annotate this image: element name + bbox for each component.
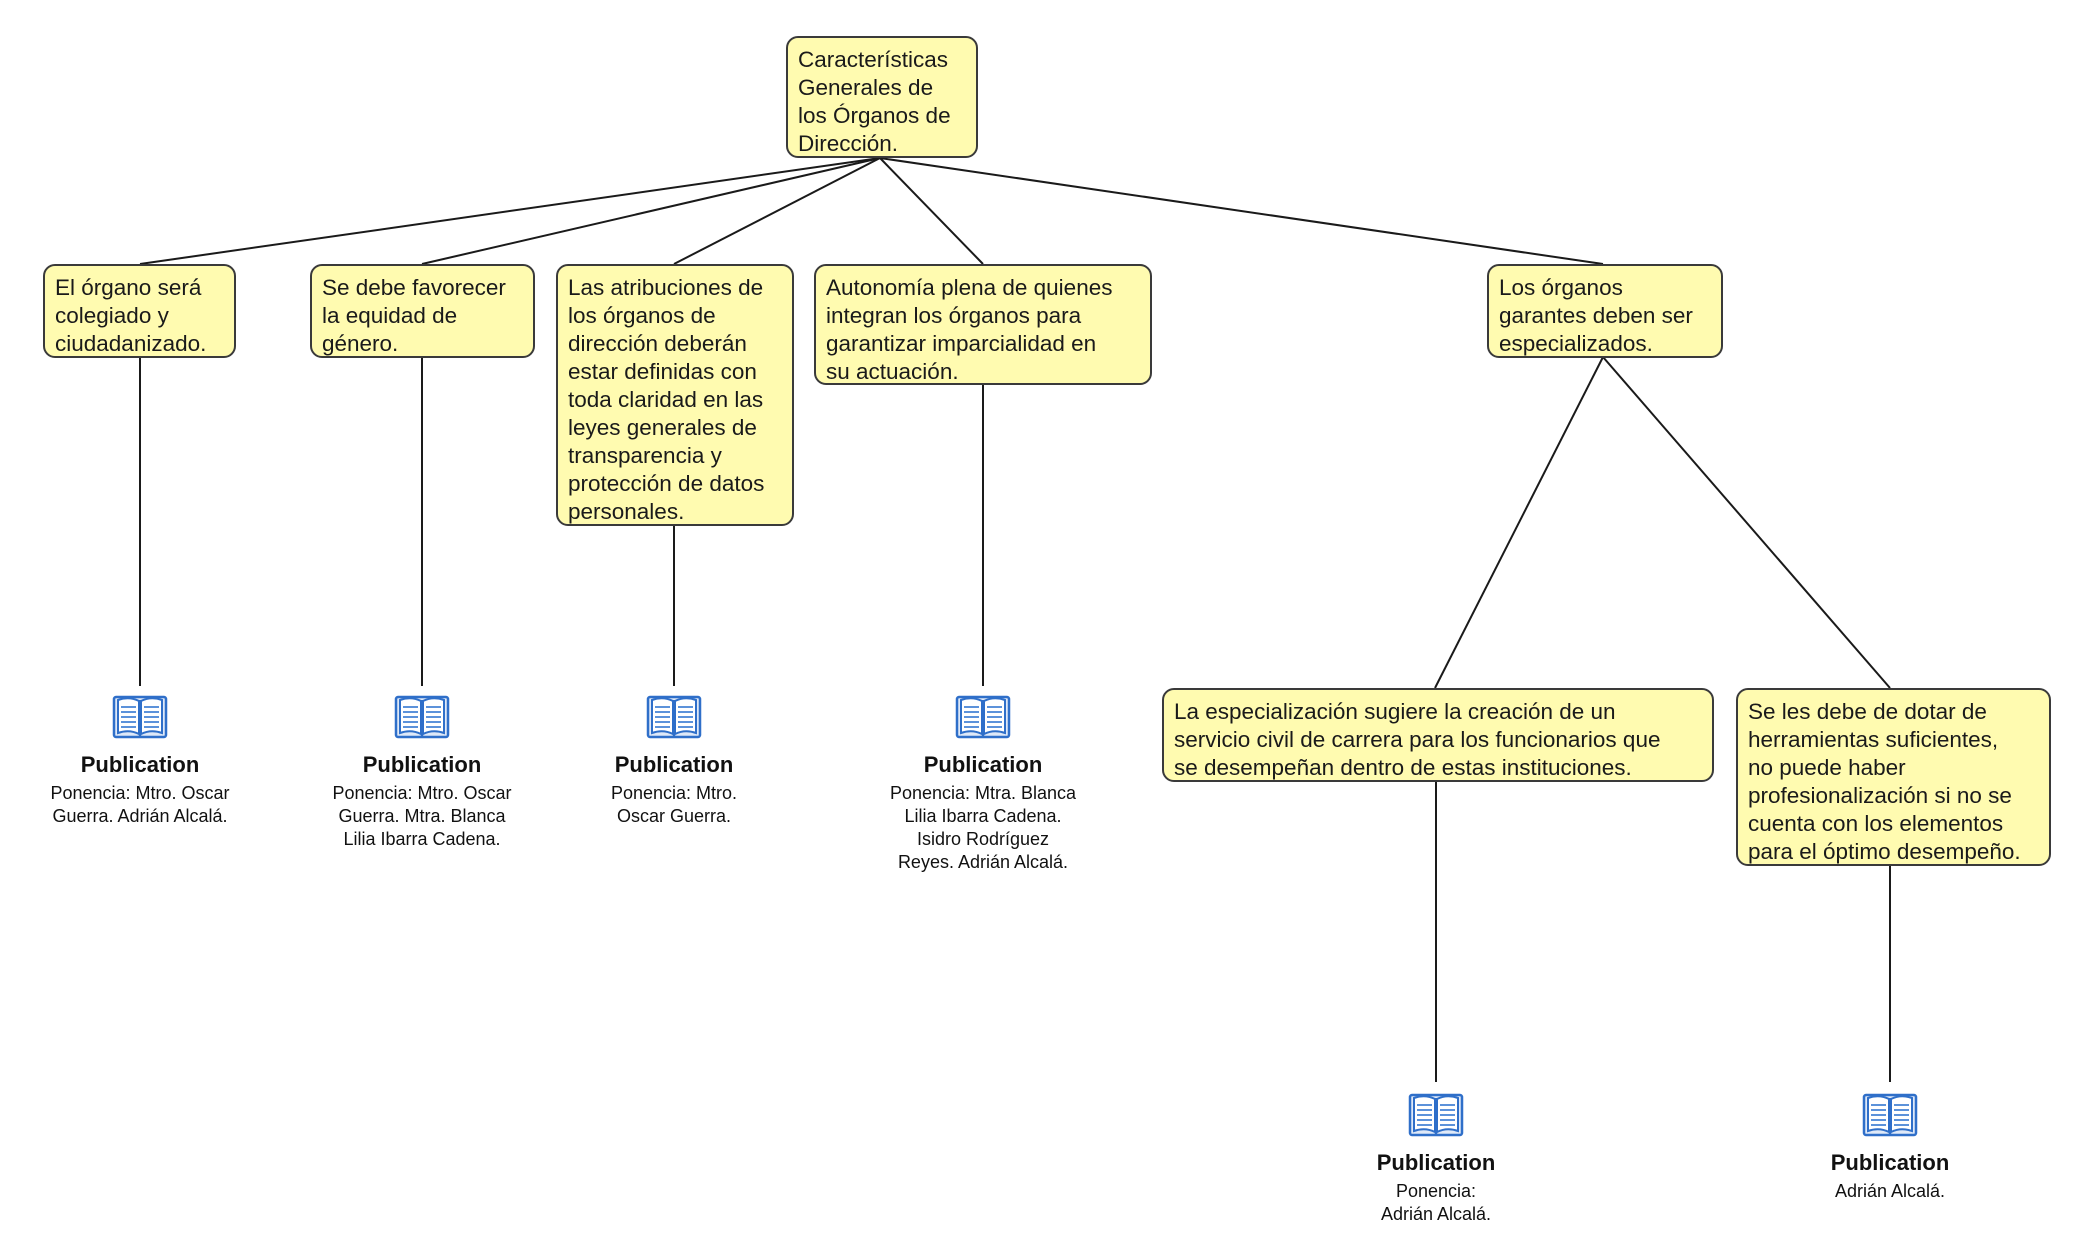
connector-root-topic-2 bbox=[421, 157, 881, 265]
publication-6[interactable]: Publication Adrián Alcalá. bbox=[1770, 1090, 2010, 1203]
publication-text: Ponencia: Adrián Alcalá. bbox=[1380, 1181, 1492, 1224]
publication-title: Publication bbox=[1830, 1150, 1950, 1175]
book-icon bbox=[1408, 1093, 1464, 1137]
publication-text: Ponencia: Mtro. Oscar Guerra. Mtra. Blan… bbox=[332, 783, 512, 849]
publication-title: Publication bbox=[923, 752, 1043, 777]
publication-text: Ponencia: Mtro. Oscar Guerra. Adrián Alc… bbox=[50, 783, 230, 826]
topic-node-autonomia[interactable]: Autonomía plena de quienes integran los … bbox=[814, 264, 1152, 385]
topic-node-equidad-genero[interactable]: Se debe favorecer la equidad de género. bbox=[310, 264, 535, 358]
connector-root-topic-3 bbox=[673, 157, 881, 265]
connector-root-topic-1 bbox=[139, 157, 881, 265]
book-icon bbox=[1862, 1093, 1918, 1137]
publication-5[interactable]: Publication Ponencia: Adrián Alcalá. bbox=[1316, 1090, 1556, 1226]
book-icon bbox=[955, 695, 1011, 739]
publication-text: Ponencia: Mtra. Blanca Lilia Ibarra Cade… bbox=[889, 783, 1077, 872]
book-icon bbox=[394, 695, 450, 739]
publication-title: Publication bbox=[362, 752, 482, 777]
book-icon bbox=[646, 695, 702, 739]
connector-root-topic-4 bbox=[879, 157, 984, 265]
subtopic-node-servicio-civil[interactable]: La especialización sugiere la creación d… bbox=[1162, 688, 1714, 782]
publication-4[interactable]: Publication Ponencia: Mtra. Blanca Lilia… bbox=[863, 692, 1103, 874]
publication-title: Publication bbox=[1376, 1150, 1496, 1175]
publication-text: Ponencia: Mtro. Oscar Guerra. bbox=[610, 783, 738, 826]
publication-3[interactable]: Publication Ponencia: Mtro. Oscar Guerra… bbox=[554, 692, 794, 828]
publication-text: Adrián Alcalá. bbox=[1834, 1181, 1946, 1201]
subtopic-node-herramientas[interactable]: Se les debe de dotar de herramientas suf… bbox=[1736, 688, 2051, 866]
connector-root-topic-5 bbox=[879, 157, 1604, 265]
publication-title: Publication bbox=[80, 752, 200, 777]
topic-node-atribuciones[interactable]: Las atribuciones de los órganos de direc… bbox=[556, 264, 794, 526]
topic-node-colegiado[interactable]: El órgano será colegiado y ciudadanizado… bbox=[43, 264, 236, 358]
publication-2[interactable]: Publication Ponencia: Mtro. Oscar Guerra… bbox=[302, 692, 542, 851]
publication-title: Publication bbox=[614, 752, 734, 777]
connector-topic-5-sub-2 bbox=[1602, 356, 1891, 689]
topic-node-especializados[interactable]: Los órganos garantes deben ser especiali… bbox=[1487, 264, 1723, 358]
connector-topic-5-sub-1 bbox=[1434, 356, 1604, 689]
publication-1[interactable]: Publication Ponencia: Mtro. Oscar Guerra… bbox=[20, 692, 260, 828]
root-topic-node[interactable]: Características Generales de los Órganos… bbox=[786, 36, 978, 158]
book-icon bbox=[112, 695, 168, 739]
